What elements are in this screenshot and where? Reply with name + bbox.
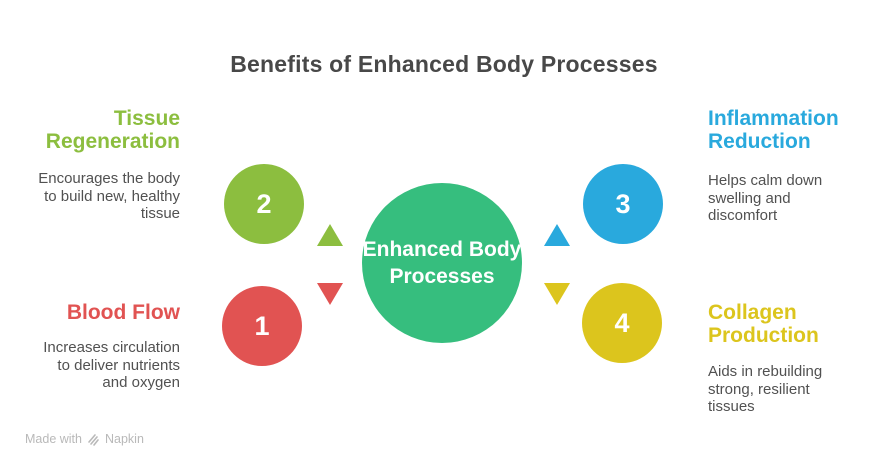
node-number-3: 3 [615,188,631,219]
node-circle-4: 4 [582,283,662,363]
node-circle-1: 1 [222,286,302,366]
node-number-1: 1 [254,310,270,341]
node-number-4: 4 [614,307,630,338]
down-triangle-right-icon [544,283,570,305]
node-circle-2: 2 [224,164,304,244]
up-triangle-left-icon [317,224,343,246]
node-circle-3: 3 [583,164,663,244]
page-title: Benefits of Enhanced Body Processes [230,51,658,77]
down-triangle-left-icon [317,283,343,305]
napkin-brand-text: Napkin [104,432,144,446]
up-triangle-right-icon [544,224,570,246]
node-number-2: 2 [256,188,272,219]
blood-flow-heading: Blood Flow [66,301,180,324]
made-with-napkin-watermark: Made with Napkin [25,432,144,446]
napkin-logo-icon [87,433,100,446]
made-with-text: Made with [25,432,82,446]
